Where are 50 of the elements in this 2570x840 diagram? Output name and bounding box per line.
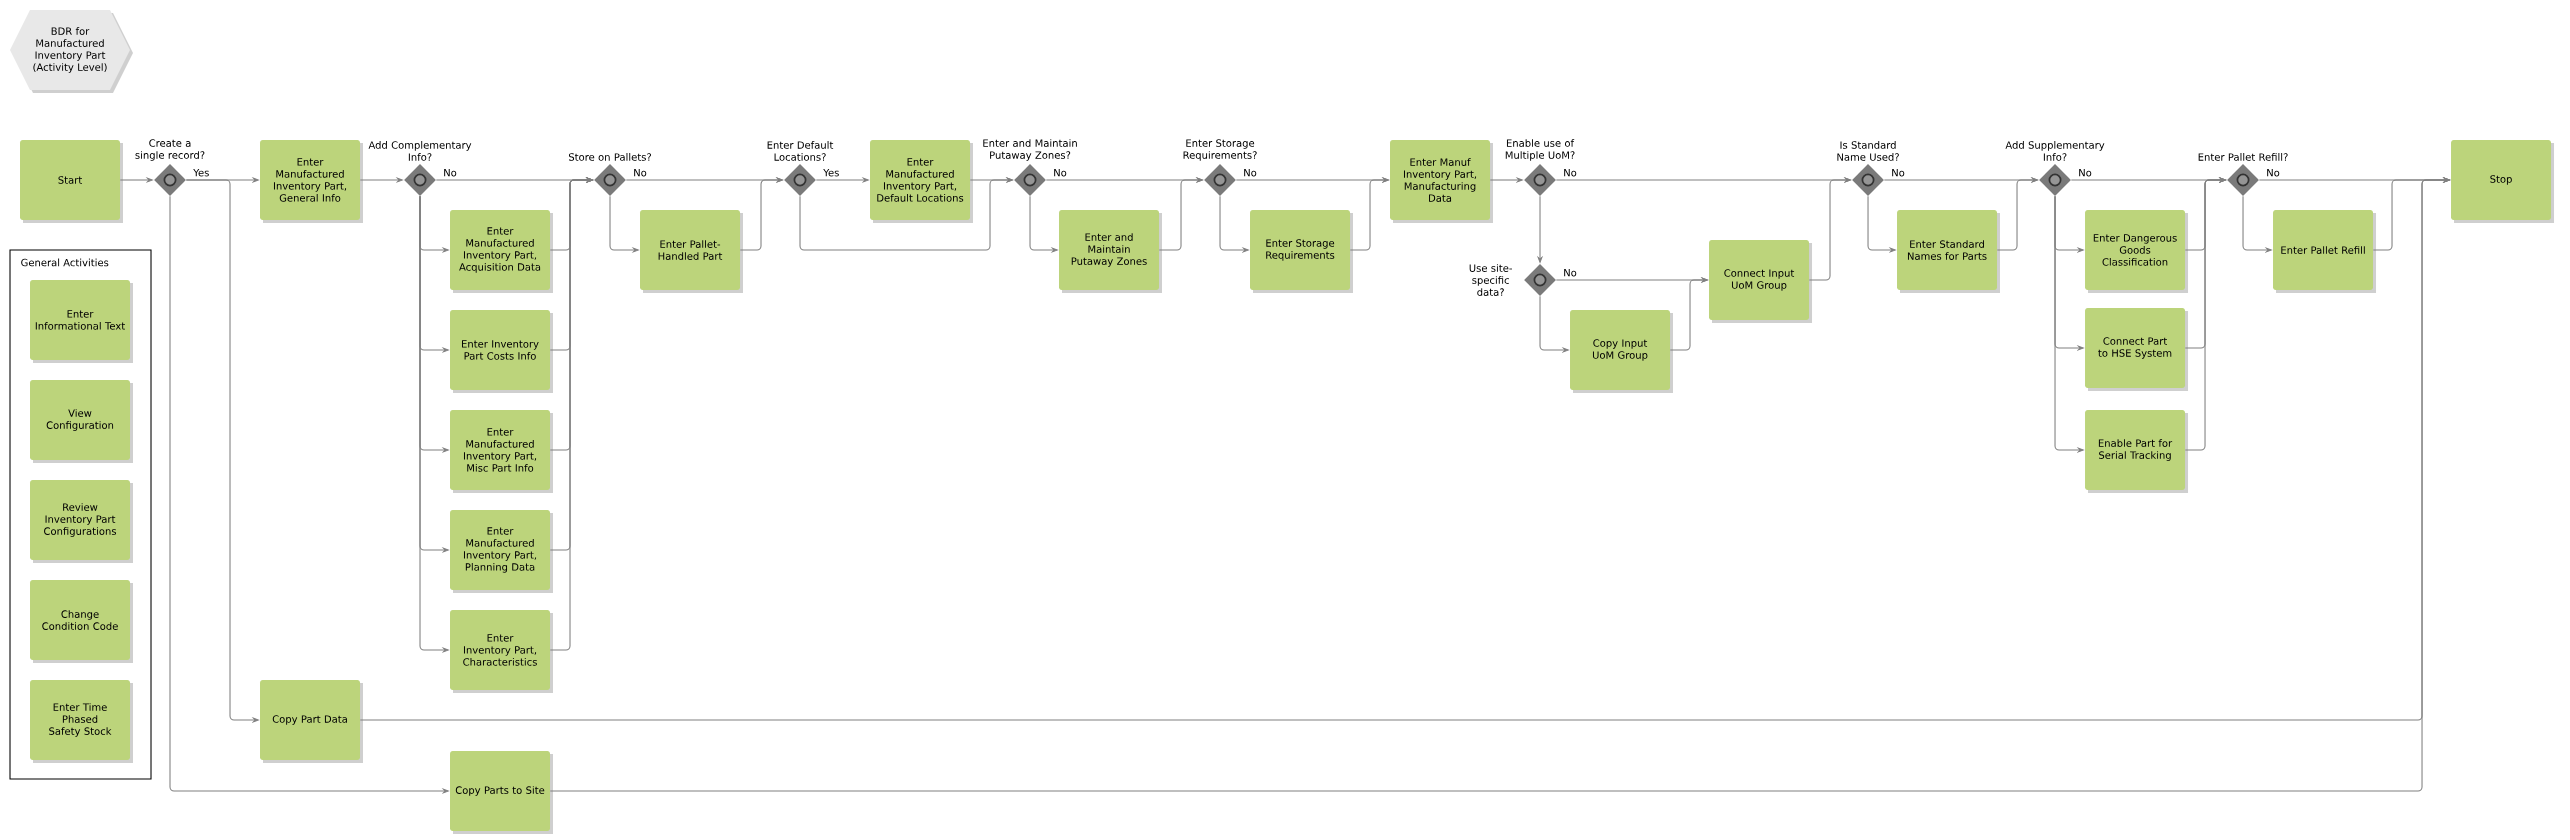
activity-box: Enter Standard Names for Parts xyxy=(1897,210,2000,293)
edge-label: No xyxy=(1051,167,1069,178)
activity-box: Enter and Maintain Putaway Zones xyxy=(1059,210,1162,293)
question-label: Enter and Maintain Putaway Zones? xyxy=(983,139,1077,161)
activity-box: Enter Dangerous Goods Classification xyxy=(2085,210,2188,293)
activity-box: Start xyxy=(20,140,123,223)
activity-box: Change Condition Code xyxy=(30,580,133,663)
activity-box: Enter Manufactured Inventory Part, Acquisition Data xyxy=(450,210,553,293)
activity-box: Enter Time Phased Safety Stock xyxy=(30,680,133,763)
edge-label: Yes xyxy=(191,167,211,178)
activity-box: Copy Input UoM Group xyxy=(1570,310,1673,393)
edge-label: No xyxy=(2264,167,2282,178)
title-hexagon: BDR for Manufactured Inventory Part (Activity Level) xyxy=(10,10,133,93)
activity-box: Connect Input UoM Group xyxy=(1709,240,1812,323)
question-label: Add Complementary Info? xyxy=(368,141,472,161)
activity-box: Enter Pallet-Handled Part xyxy=(640,210,743,293)
activity-box: Enter Inventory Part, Characteristics xyxy=(450,610,553,693)
activity-box: Enter Storage Requirements xyxy=(1250,210,1353,293)
edge-label: No xyxy=(441,167,459,178)
activity-box: Enter Manufactured Inventory Part, Planning Data xyxy=(450,510,553,593)
question-label: Is Standard Name Used? xyxy=(1837,141,1899,161)
question-label: Create a single record? xyxy=(135,139,205,161)
activity-box: Connect Part to HSE System xyxy=(2085,308,2188,391)
activity-box: Copy Parts to Site xyxy=(450,751,553,834)
activity-box: Enter Manufactured Inventory Part, General Info xyxy=(260,140,363,223)
activity-box: Review Inventory Part Configurations xyxy=(30,480,133,563)
activity-box: Stop xyxy=(2451,140,2554,223)
activity-box: Enter Manufactured Inventory Part, Default Locations xyxy=(870,140,973,223)
activity-box: Copy Part Data xyxy=(260,680,363,763)
question-label: Enter Pallet Refill? xyxy=(2198,153,2288,161)
question-label: Enter Default Locations? xyxy=(767,141,834,161)
activity-box: Enter Manufactured Inventory Part, Misc Part Info xyxy=(450,410,553,493)
edge-label: No xyxy=(631,167,649,178)
activity-box: Enter Pallet Refill xyxy=(2273,210,2377,293)
activity-box: View Configuration xyxy=(30,380,133,463)
edge-label: No xyxy=(1561,167,1579,178)
question-label: Enter Storage Requirements? xyxy=(1183,139,1257,161)
question-label: Store on Pallets? xyxy=(568,153,651,161)
edge-label: No xyxy=(1241,167,1259,178)
question-label: Enable use of Multiple UoM? xyxy=(1505,139,1575,161)
activity-box: Enter Manuf Inventory Part, Manufacturing Data xyxy=(1390,140,1493,223)
question-label: Add Supplementary Info? xyxy=(2005,141,2105,161)
edge-label: Yes xyxy=(821,167,841,178)
activity-box: Enter Inventory Part Costs Info xyxy=(450,310,553,393)
edge-label: No xyxy=(1889,167,1907,178)
activity-box: Enable Part for Serial Tracking xyxy=(2085,410,2188,493)
activity-box: Enter Informational Text xyxy=(30,280,133,363)
edge-label: No xyxy=(1561,267,1579,278)
edge-label: No xyxy=(2076,167,2094,178)
question-label: Use site-specific data? xyxy=(1469,264,1512,296)
